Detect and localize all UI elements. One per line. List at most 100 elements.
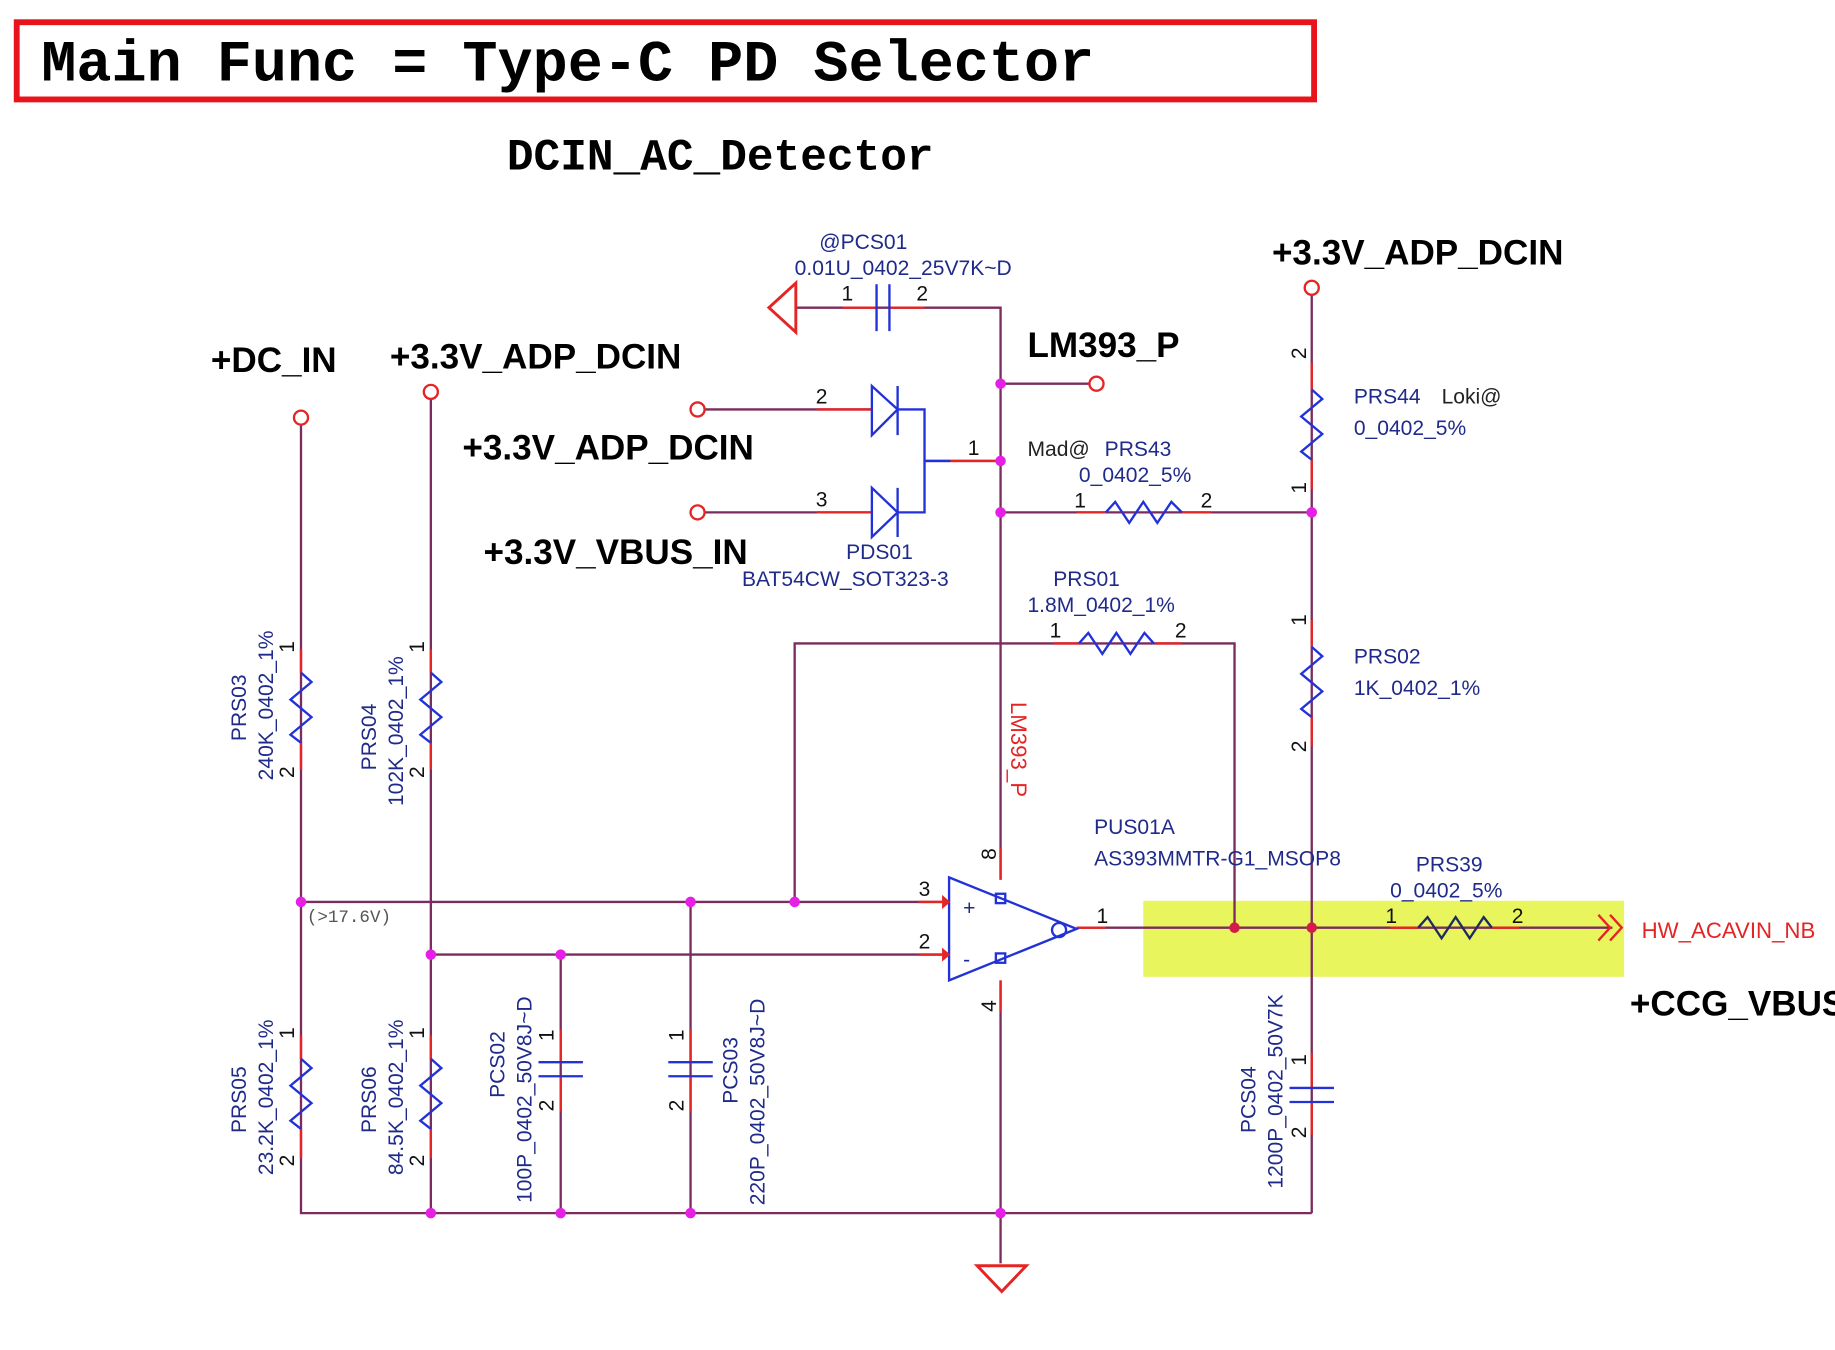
capacitor-pcs03 bbox=[668, 1061, 713, 1078]
resistor-prs44 bbox=[1299, 388, 1325, 461]
prs39-value: 0_0402_5% bbox=[1390, 879, 1502, 902]
resistor-prs43 bbox=[1104, 499, 1183, 526]
prs06-pin2: 2 bbox=[406, 1155, 429, 1167]
resistor-prs03 bbox=[288, 671, 314, 744]
page-title: Main Func = Type-C PD Selector bbox=[41, 32, 1094, 99]
pds01-pin3: 3 bbox=[816, 489, 828, 512]
prs01-pin1: 1 bbox=[1050, 620, 1062, 643]
threshold-note: (>17.6V) bbox=[307, 908, 391, 928]
resistor-prs39 bbox=[1417, 915, 1493, 941]
prs44-ref: PRS44 bbox=[1354, 386, 1421, 409]
net-label-lm393-p: LM393_P bbox=[1027, 326, 1179, 365]
prs02-ref: PRS02 bbox=[1354, 645, 1421, 668]
prs06-labels: PRS06 84.5K_0402_1% 1 2 bbox=[358, 1019, 429, 1175]
net-label-lm393-p-vertical: LM393_P bbox=[1006, 702, 1031, 797]
pcs04-value: 1200P_0402_50V7K bbox=[1264, 994, 1287, 1188]
prs43-ref: PRS43 bbox=[1105, 438, 1172, 461]
prs04-pin2: 2 bbox=[406, 766, 429, 778]
prs04-pin1: 1 bbox=[406, 641, 429, 653]
resistor-prs02 bbox=[1299, 646, 1325, 719]
capacitor-pcs02 bbox=[538, 1061, 583, 1078]
ground-symbol-pcs01 bbox=[766, 279, 798, 336]
prs43-value: 0_0402_5% bbox=[1079, 464, 1191, 487]
prs04-value: 102K_0402_1% bbox=[385, 656, 408, 806]
prs43-variant: Mad@ bbox=[1027, 438, 1089, 461]
pcs02-pin2: 2 bbox=[536, 1100, 559, 1112]
net-label-vbus-in: +3.3V_VBUS_IN bbox=[483, 533, 747, 572]
net-label-adp-dcin-right: +3.3V_ADP_DCIN bbox=[1272, 233, 1563, 272]
prs06-ref: PRS06 bbox=[358, 1066, 381, 1133]
title-box bbox=[13, 19, 1318, 103]
prs06-value: 84.5K_0402_1% bbox=[385, 1019, 408, 1175]
prs39-pin1: 1 bbox=[1385, 905, 1397, 928]
resistor-prs05 bbox=[288, 1057, 314, 1130]
prs03-value: 240K_0402_1% bbox=[255, 631, 278, 781]
pus01a-pin8: 8 bbox=[978, 848, 1001, 860]
prs02-pin1: 1 bbox=[1288, 614, 1311, 626]
prs03-pin1: 1 bbox=[276, 641, 299, 653]
pus01a-pin2: 2 bbox=[919, 931, 931, 954]
prs44-value: 0_0402_5% bbox=[1354, 417, 1466, 440]
prs39-ref: PRS39 bbox=[1416, 854, 1483, 877]
adp-dcin-mid-terminal bbox=[689, 401, 706, 418]
pcs04-ref: PCS04 bbox=[1238, 1066, 1261, 1133]
pus01a-pin1: 1 bbox=[1096, 905, 1108, 928]
prs02-value: 1K_0402_1% bbox=[1354, 677, 1480, 700]
prs01-ref: PRS01 bbox=[1053, 568, 1120, 591]
capacitor-pcs01 bbox=[875, 284, 891, 332]
pcs02-ref: PCS02 bbox=[487, 1031, 510, 1098]
pds01-pin2: 2 bbox=[816, 386, 828, 409]
prs04-ref: PRS04 bbox=[358, 703, 381, 770]
prs44-pin1: 1 bbox=[1288, 482, 1311, 494]
adp-dcin-right-terminal bbox=[1303, 279, 1320, 296]
block-title: DCIN_AC_Detector bbox=[507, 134, 934, 184]
pcs01-pin1: 1 bbox=[841, 283, 853, 306]
pus01a-ref: PUS01A bbox=[1094, 816, 1175, 839]
prs03-labels: PRS03 240K_0402_1% 1 2 bbox=[228, 631, 299, 781]
prs05-pin1: 1 bbox=[276, 1027, 299, 1039]
off-page-connector-icon bbox=[1597, 914, 1624, 942]
capacitors bbox=[538, 284, 1334, 1104]
pcs03-labels: PCS03 220P_0402_50V8J~D 1 2 bbox=[666, 999, 770, 1206]
resistors bbox=[288, 388, 1493, 1130]
prs03-pin2: 2 bbox=[276, 766, 299, 778]
pds01-value: BAT54CW_SOT323-3 bbox=[742, 568, 949, 591]
prs01-pin2: 2 bbox=[1175, 620, 1187, 643]
net-label-adp-dcin-left: +3.3V_ADP_DCIN bbox=[390, 338, 681, 377]
capacitor-pcs04 bbox=[1289, 1086, 1334, 1104]
net-label-hw-acavin: HW_ACAVIN_NB bbox=[1642, 918, 1816, 943]
comparator-pus01a: + - bbox=[942, 875, 1080, 983]
prs05-ref: PRS05 bbox=[228, 1066, 251, 1133]
prs39-pin2: 2 bbox=[1512, 905, 1524, 928]
pus01a-value: AS393MMTR-G1_MSOP8 bbox=[1094, 848, 1341, 871]
junctions bbox=[295, 378, 1318, 1219]
prs44-variant: Loki@ bbox=[1442, 386, 1502, 409]
pcs01-value: 0.01U_0402_25V7K~D bbox=[795, 257, 1012, 280]
prs03-ref: PRS03 bbox=[228, 674, 251, 741]
diode-pds01 bbox=[870, 383, 951, 540]
output-highlight bbox=[1143, 900, 1625, 977]
pcs02-pin1: 1 bbox=[536, 1029, 559, 1041]
pcs04-pin2: 2 bbox=[1288, 1127, 1311, 1139]
pcs03-value: 220P_0402_50V8J~D bbox=[746, 999, 769, 1206]
dc-in-terminal bbox=[292, 409, 310, 426]
pcs01-ref: @PCS01 bbox=[819, 231, 907, 254]
pus01a-pin4: 4 bbox=[978, 1000, 1001, 1012]
pcs04-labels: PCS04 1200P_0402_50V7K 1 2 bbox=[1238, 994, 1311, 1188]
prs02-pin2: 2 bbox=[1288, 741, 1311, 753]
resistor-prs06 bbox=[418, 1057, 444, 1130]
minus-input-sign: - bbox=[963, 948, 970, 971]
net-label-adp-dcin-mid: +3.3V_ADP_DCIN bbox=[462, 429, 753, 468]
prs43-pin2: 2 bbox=[1201, 490, 1213, 513]
pin-stubs bbox=[299, 306, 1519, 1159]
prs05-labels: PRS05 23.2K_0402_1% 1 2 bbox=[228, 1019, 299, 1175]
pcs02-labels: PCS02 100P_0402_50V8J~D 1 2 bbox=[487, 996, 559, 1203]
prs01-value: 1.8M_0402_1% bbox=[1027, 594, 1174, 617]
pds01-pin1: 1 bbox=[968, 437, 980, 460]
prs44-pin2: 2 bbox=[1288, 347, 1311, 359]
pcs03-ref: PCS03 bbox=[719, 1037, 742, 1104]
prs04-labels: PRS04 102K_0402_1% 1 2 bbox=[358, 641, 429, 806]
pcs01-pin2: 2 bbox=[916, 283, 928, 306]
